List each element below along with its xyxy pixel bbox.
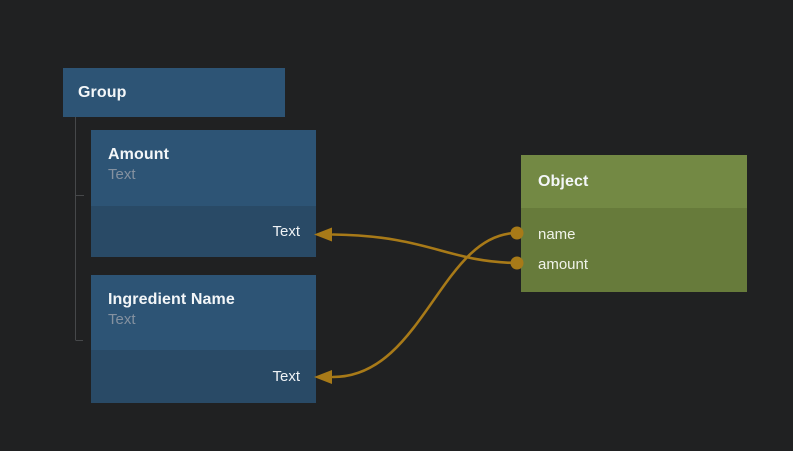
- object-port-row-name[interactable]: name: [521, 219, 747, 249]
- ingredient-text-port-label: Text: [272, 368, 300, 385]
- object-node[interactable]: Object name amount: [521, 155, 747, 292]
- amount-node-header: Amount Text: [91, 130, 316, 206]
- group-node[interactable]: Group: [63, 68, 285, 117]
- wire-name-to-ingredient-text[interactable]: [314, 231, 519, 384]
- ingredient-node-title: Ingredient Name: [108, 291, 235, 308]
- arrowhead-amount-text: [314, 227, 332, 242]
- wire-amount-to-amount-text[interactable]: [314, 227, 519, 265]
- group-node-title: Group: [78, 83, 127, 101]
- group-tree-connector: [75, 117, 84, 341]
- ingredient-node-header: Ingredient Name Text: [91, 275, 316, 350]
- amount-node-subtitle: Text: [108, 166, 136, 184]
- ingredient-node-subtitle: Text: [108, 311, 136, 329]
- object-node-title: Object: [538, 172, 589, 190]
- amount-node-port-row[interactable]: Text: [91, 206, 316, 257]
- object-port-row-amount[interactable]: amount: [521, 249, 747, 279]
- object-node-body: name amount: [521, 208, 747, 292]
- arrowhead-ingredient-text: [314, 370, 332, 384]
- ingredient-name-field-node[interactable]: Ingredient Name Text Text: [91, 275, 316, 403]
- object-name-port-label: name: [538, 225, 576, 243]
- object-node-header: Object: [521, 155, 747, 208]
- object-amount-port-label: amount: [538, 255, 589, 273]
- ingredient-node-port-row[interactable]: Text: [91, 350, 316, 403]
- amount-field-node[interactable]: Amount Text Text: [91, 130, 316, 257]
- amount-node-title: Amount: [108, 146, 170, 163]
- amount-text-port-label: Text: [272, 223, 300, 240]
